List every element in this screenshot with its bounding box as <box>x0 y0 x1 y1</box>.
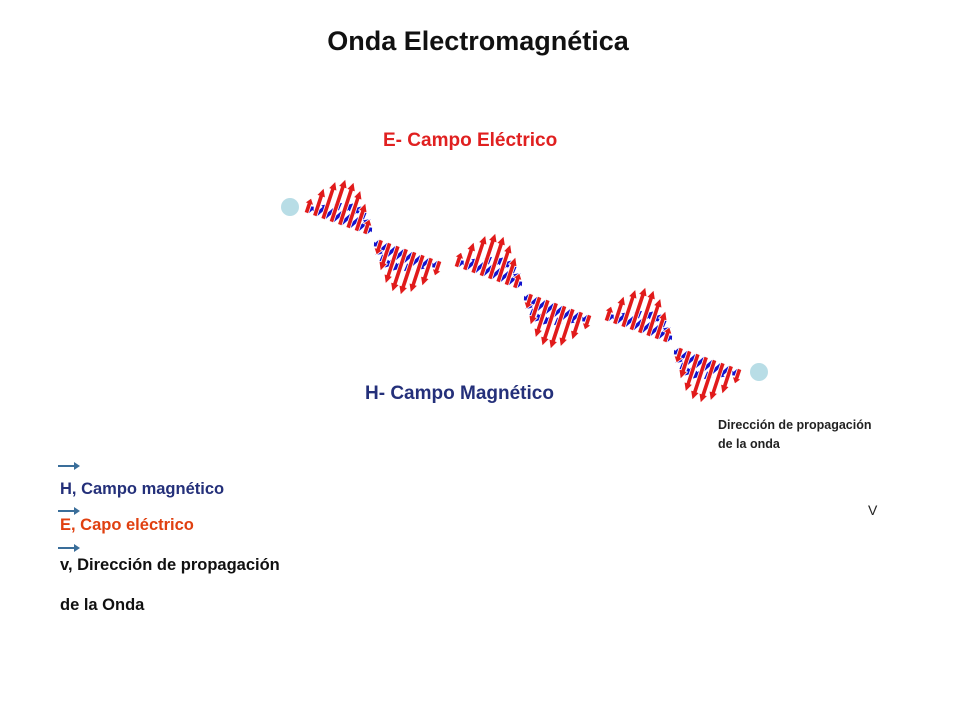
electric-field-arrow <box>523 292 534 310</box>
electric-field-arrow <box>720 364 734 395</box>
electric-field-arrow <box>487 235 506 281</box>
vector-arrow-icon <box>58 544 80 552</box>
electric-field-arrow <box>398 250 418 296</box>
electric-field-arrow <box>528 295 543 326</box>
electric-field-arrow <box>662 326 673 344</box>
electric-field-arrow <box>698 358 718 404</box>
electric-field-arrow <box>512 272 523 290</box>
wave-start-point <box>281 198 299 216</box>
wave-end-point <box>750 363 768 381</box>
electric-field-arrow <box>637 289 656 335</box>
electric-field-arrow <box>328 178 348 224</box>
electric-field-arrow <box>312 187 326 218</box>
electric-field-arrow <box>548 304 568 350</box>
propagation-direction-label: Dirección de propagación de la onda <box>718 416 938 454</box>
legend-electric-field: E, Capo eléctrico <box>60 516 194 534</box>
magnetic-field-label: H- Campo Magnético <box>365 383 554 404</box>
electric-field-arrow <box>653 310 668 341</box>
electric-field-arrow <box>570 310 584 341</box>
electric-field-arrow <box>353 202 368 233</box>
electric-field-arrow <box>431 259 443 277</box>
electric-field-arrow <box>731 367 743 385</box>
propagation-direction-line-2: de la onda <box>718 437 780 451</box>
legend-propagation-direction-cont: de la Onda <box>60 596 145 614</box>
electric-field-arrow <box>581 313 593 331</box>
electric-field-arrow <box>420 256 434 287</box>
electric-field-label: E- Campo Eléctrico <box>383 130 558 151</box>
page-title: Onda Electromagnética <box>327 26 629 56</box>
electric-field-arrow <box>303 197 315 215</box>
electric-field-arrow <box>362 218 373 236</box>
electric-field-arrow <box>390 247 409 293</box>
electric-field-arrow <box>345 189 363 230</box>
magnetic-field-lobes <box>304 201 742 381</box>
electric-field-arrow <box>690 355 709 401</box>
legend-propagation-direction: v, Dirección de propagación <box>60 556 280 574</box>
electric-field-arrow <box>378 241 393 272</box>
electric-field-arrow <box>708 361 726 402</box>
electric-field-arrow <box>603 305 615 323</box>
electric-field-arrow <box>495 243 513 284</box>
electric-field-arrow <box>628 286 648 332</box>
propagation-direction-line-1: Dirección de propagación <box>718 418 872 432</box>
electric-field-arrow <box>673 346 684 364</box>
vector-arrow-icon <box>58 507 80 515</box>
legend-magnetic-field: H, Campo magnético <box>60 480 225 498</box>
electric-field-arrow <box>683 352 701 393</box>
electric-field-arrow <box>373 238 384 256</box>
electric-field-arrow <box>533 298 551 339</box>
electric-field-arrow <box>408 253 426 294</box>
electric-field-arrow <box>540 301 559 347</box>
electric-field-arrow <box>612 295 626 326</box>
velocity-symbol: V <box>868 502 878 518</box>
electric-field-arrow <box>558 307 576 348</box>
electric-field-arrow <box>645 297 663 338</box>
electric-field-arrow <box>470 234 488 275</box>
electric-field-arrow <box>453 251 465 269</box>
electric-field-arrow <box>678 349 693 380</box>
electric-field-arrow <box>383 244 401 285</box>
electric-field-arrow <box>478 232 498 278</box>
electric-field-lobes <box>303 178 743 404</box>
electric-field-arrow <box>337 181 356 227</box>
electric-field-arrow <box>503 256 518 287</box>
vector-arrow-icon <box>58 462 80 470</box>
electric-field-arrow <box>320 180 338 221</box>
electric-field-arrow <box>462 241 476 272</box>
electric-field-arrow <box>620 288 638 329</box>
